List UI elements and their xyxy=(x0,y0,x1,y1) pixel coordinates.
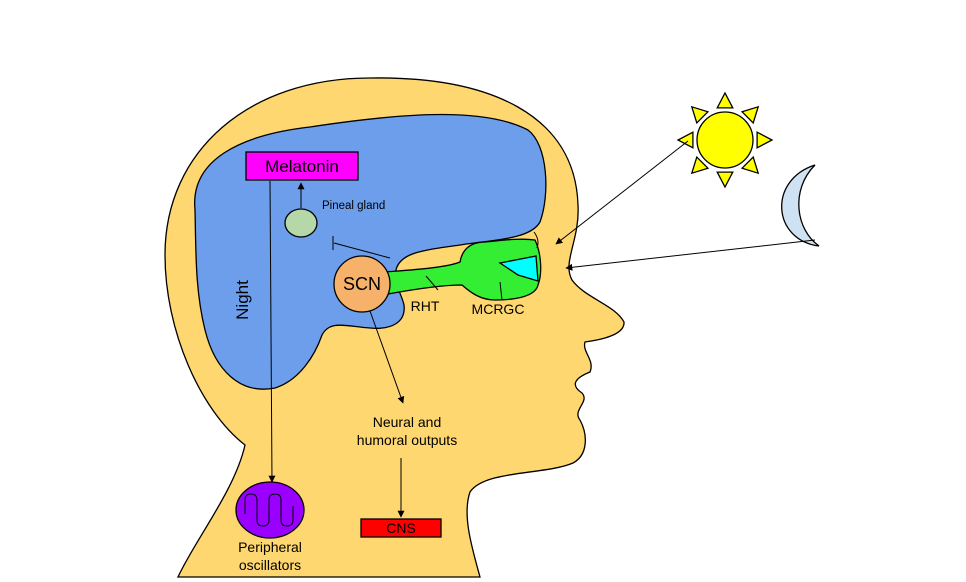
sun-ray xyxy=(740,105,760,125)
sun-disc xyxy=(696,111,754,169)
sun-ray xyxy=(690,155,710,175)
peripheral-oscillators-label-line1: Peripheral xyxy=(238,539,302,555)
sun-ray xyxy=(676,131,694,149)
eyelid-mark xyxy=(533,231,539,249)
sun-light-arrow xyxy=(555,140,689,245)
rht-pointer xyxy=(425,275,439,291)
moon-icon xyxy=(781,164,820,247)
melatonin-label: Melatonin xyxy=(265,157,339,176)
eye xyxy=(498,255,539,282)
sun-ray xyxy=(756,131,774,149)
oscillation-wave-icon xyxy=(244,493,294,527)
outputs-label-line1: Neural and xyxy=(373,414,442,430)
mcrgc-label: MCRGC xyxy=(472,301,525,317)
cns-box xyxy=(360,518,442,538)
sun-ray xyxy=(690,105,710,125)
peripheral-oscillator xyxy=(235,481,305,539)
melatonin-box xyxy=(245,151,359,181)
scn-node xyxy=(333,255,391,313)
night-label: Night xyxy=(233,280,252,320)
sun-icon xyxy=(676,91,774,189)
peripheral-oscillators-label-line2: oscillators xyxy=(239,557,301,573)
rht-label: RHT xyxy=(411,298,440,314)
optic-nerve xyxy=(384,238,542,301)
brain-region xyxy=(194,113,547,390)
scn-label: SCN xyxy=(343,274,381,294)
sun-rays xyxy=(676,91,774,189)
scn-inhibition-line xyxy=(333,242,391,259)
scn-to-outputs-arrow xyxy=(369,310,405,404)
pineal-gland xyxy=(284,208,318,238)
moon-light-arrow xyxy=(565,239,816,271)
sun-ray xyxy=(716,91,734,109)
sun-ray xyxy=(716,171,734,189)
cns-label: CNS xyxy=(386,520,416,536)
pineal-gland-label: Pineal gland xyxy=(322,200,385,212)
outputs-label-line2: humoral outputs xyxy=(357,432,457,448)
sun-ray xyxy=(740,155,760,175)
melatonin-to-oscillators-arrow xyxy=(268,180,276,483)
mcrgc-pointer xyxy=(499,281,503,301)
